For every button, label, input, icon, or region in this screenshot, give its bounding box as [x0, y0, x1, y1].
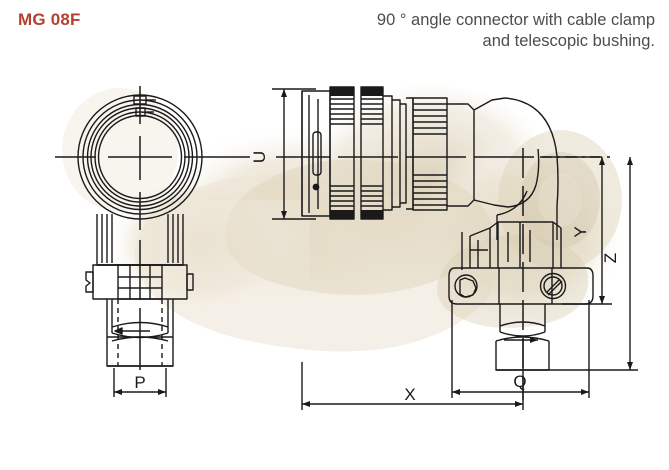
drawing-caption: 90 ° angle connector with cable clamp an… [376, 11, 655, 50]
dimension-Y [540, 156, 612, 305]
dimension-Q [451, 300, 590, 398]
front-view-clamp-saddle [85, 264, 194, 300]
dimension-Z [549, 157, 638, 371]
front-view-bushing [106, 299, 174, 367]
dimension-label-Q: Q [513, 372, 526, 391]
side-view-vertical-barrel [461, 206, 558, 270]
dimension-P [113, 368, 167, 397]
dimension-label-X: X [404, 385, 415, 404]
side-view-coupling-nut [412, 97, 448, 211]
side-view-elbow-body [447, 97, 559, 216]
dimension-label-Z: Z [601, 253, 620, 263]
front-view [55, 86, 250, 370]
dimension-label-Y: Y [571, 226, 590, 237]
side-view-clamp-body [469, 221, 562, 268]
dimension-label-P: P [134, 373, 145, 392]
clamp-screw-right [539, 272, 567, 300]
dimension-U [272, 88, 316, 220]
side-view-knurled-ring-1 [329, 86, 355, 220]
part-code-label: MG 08F [18, 10, 81, 29]
dimension-X [301, 338, 524, 410]
side-view-knurled-ring-2 [360, 86, 384, 220]
dimension-label-U: U [250, 151, 269, 163]
clamp-screw-left [454, 274, 478, 298]
